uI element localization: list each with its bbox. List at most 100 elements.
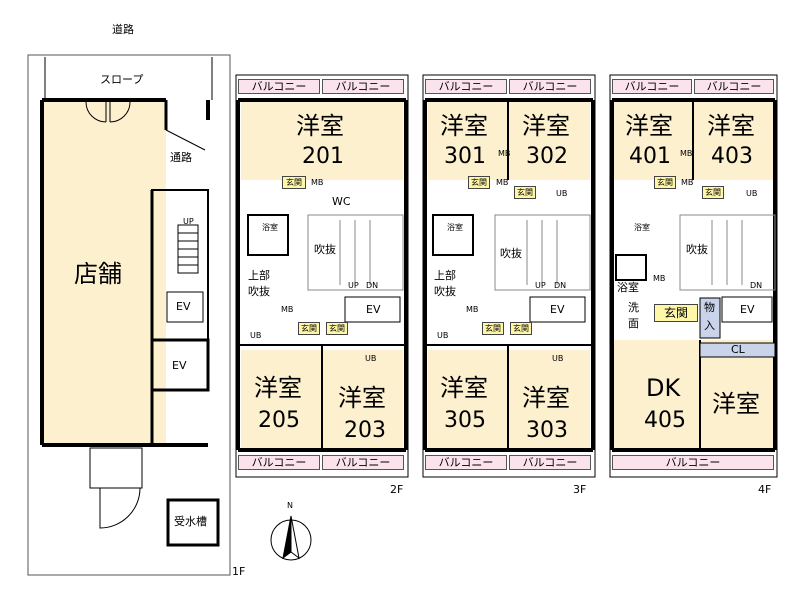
genkan-3f-2: 玄関 xyxy=(514,186,536,199)
mb-3f-3: MB xyxy=(498,149,511,158)
floor4-label: 4F xyxy=(758,483,772,496)
ev-2f: EV xyxy=(366,303,381,316)
genkan-2f-2: 玄関 xyxy=(298,322,320,335)
upper-void-2f-2: 吹抜 xyxy=(248,285,270,298)
floor3-label: 3F xyxy=(573,483,587,496)
upper-void-2f-1: 上部 xyxy=(248,269,270,282)
void-4f: 吹抜 xyxy=(686,243,708,256)
compass-north-label: N xyxy=(287,501,293,510)
room-401-number: 401 xyxy=(629,144,671,169)
genkan-4f-2: 玄関 xyxy=(702,186,724,199)
floor2-label: 2F xyxy=(390,483,404,496)
bath-4f-1: 浴室 xyxy=(634,223,650,232)
room-303-number: 303 xyxy=(526,418,568,443)
room-303-type: 洋室 xyxy=(522,384,570,412)
balcony-4f-1: バルコニー xyxy=(612,79,692,94)
genkan-3f-4: 玄関 xyxy=(510,322,532,335)
cl-4f: CL xyxy=(731,343,745,356)
store-label: 店舗 xyxy=(74,260,122,288)
ev-lower-label: EV xyxy=(172,359,187,372)
road-label: 道路 xyxy=(112,23,134,36)
stair-up-label: UP xyxy=(183,217,194,226)
water-tank-label: 受水槽 xyxy=(174,515,207,528)
mb-4f-1: MB xyxy=(681,178,694,187)
ub-2f-1: UB xyxy=(250,331,262,340)
wash-4f-1: 洗 xyxy=(628,301,639,314)
balcony-4f-3: バルコニー xyxy=(612,455,774,470)
room-405-type: DK xyxy=(646,374,681,402)
room-302-type: 洋室 xyxy=(522,112,570,140)
dn-4f: DN xyxy=(750,281,763,290)
ev-upper-label: EV xyxy=(176,300,191,313)
room-205-type: 洋室 xyxy=(254,374,302,402)
ub-3f-3: UB xyxy=(552,354,564,363)
wc-2f: WC xyxy=(332,195,351,208)
room-205-number: 205 xyxy=(258,408,300,433)
passage-label: 通路 xyxy=(170,151,192,164)
genkan-4f-3: 玄関 xyxy=(654,304,698,322)
void-3f: 吹抜 xyxy=(500,247,522,260)
floor1-plan xyxy=(27,54,231,576)
up-2f: UP xyxy=(348,281,359,290)
room-201-number: 201 xyxy=(302,144,344,169)
balcony-3f-4: バルコニー xyxy=(509,455,591,470)
slope-label: スロープ xyxy=(100,73,144,86)
compass-icon xyxy=(270,515,312,561)
mb-3f-2: MB xyxy=(466,305,479,314)
mb-4f-2: MB xyxy=(653,274,666,283)
room-403-number: 403 xyxy=(711,144,753,169)
bath-2f: 浴室 xyxy=(262,223,278,232)
mb-3f-1: MB xyxy=(496,178,509,187)
room-301-number: 301 xyxy=(444,144,486,169)
genkan-3f-3: 玄関 xyxy=(482,322,504,335)
balcony-4f-2: バルコニー xyxy=(694,79,774,94)
balcony-2f-2: バルコニー xyxy=(322,79,404,94)
balcony-2f-3: バルコニー xyxy=(238,455,320,470)
ub-3f-2: UB xyxy=(437,331,449,340)
room-405-number: 405 xyxy=(644,408,686,433)
room-203-type: 洋室 xyxy=(338,384,386,412)
room-4f-western: 洋室 xyxy=(712,390,760,418)
wash-4f-2: 面 xyxy=(628,317,639,330)
storage-4f-1: 物 xyxy=(704,301,715,314)
up-3f: UP xyxy=(535,281,546,290)
floor4-plan xyxy=(609,74,778,478)
genkan-2f-3: 玄関 xyxy=(326,322,348,335)
bath-3f: 浴室 xyxy=(447,223,463,232)
storage-4f-2: 入 xyxy=(704,319,715,332)
bath-4f-2: 浴室 xyxy=(617,281,639,294)
room-201-type: 洋室 xyxy=(296,112,344,140)
upper-void-3f-1: 上部 xyxy=(434,269,456,282)
mb-2f-2: MB xyxy=(281,305,294,314)
ub-2f-2: UB xyxy=(365,354,377,363)
room-301-type: 洋室 xyxy=(440,112,488,140)
room-203-number: 203 xyxy=(344,418,386,443)
upper-void-3f-2: 吹抜 xyxy=(434,285,456,298)
mb-2f-1: MB xyxy=(311,178,324,187)
ev-4f: EV xyxy=(740,303,755,316)
room-305-number: 305 xyxy=(444,408,486,433)
mb-4f-3: MB xyxy=(680,149,693,158)
ub-3f-1: UB xyxy=(556,189,568,198)
genkan-4f-1: 玄関 xyxy=(654,176,676,189)
void-2f: 吹抜 xyxy=(314,243,336,256)
balcony-3f-1: バルコニー xyxy=(425,79,507,94)
genkan-3f-1: 玄関 xyxy=(468,176,490,189)
balcony-2f-1: バルコニー xyxy=(238,79,320,94)
ub-4f: UB xyxy=(746,189,758,198)
balcony-3f-2: バルコニー xyxy=(509,79,591,94)
room-302-number: 302 xyxy=(526,144,568,169)
dn-3f: DN xyxy=(554,281,567,290)
room-305-type: 洋室 xyxy=(440,374,488,402)
dn-2f: DN xyxy=(366,281,379,290)
room-401-type: 洋室 xyxy=(625,112,673,140)
genkan-2f-1: 玄関 xyxy=(282,176,306,189)
ev-3f: EV xyxy=(550,303,565,316)
floor1-label: 1F xyxy=(232,565,246,578)
balcony-3f-3: バルコニー xyxy=(425,455,507,470)
room-403-type: 洋室 xyxy=(707,112,755,140)
balcony-2f-4: バルコニー xyxy=(322,455,404,470)
floor3-plan xyxy=(422,74,596,478)
floor2-plan xyxy=(235,74,409,478)
